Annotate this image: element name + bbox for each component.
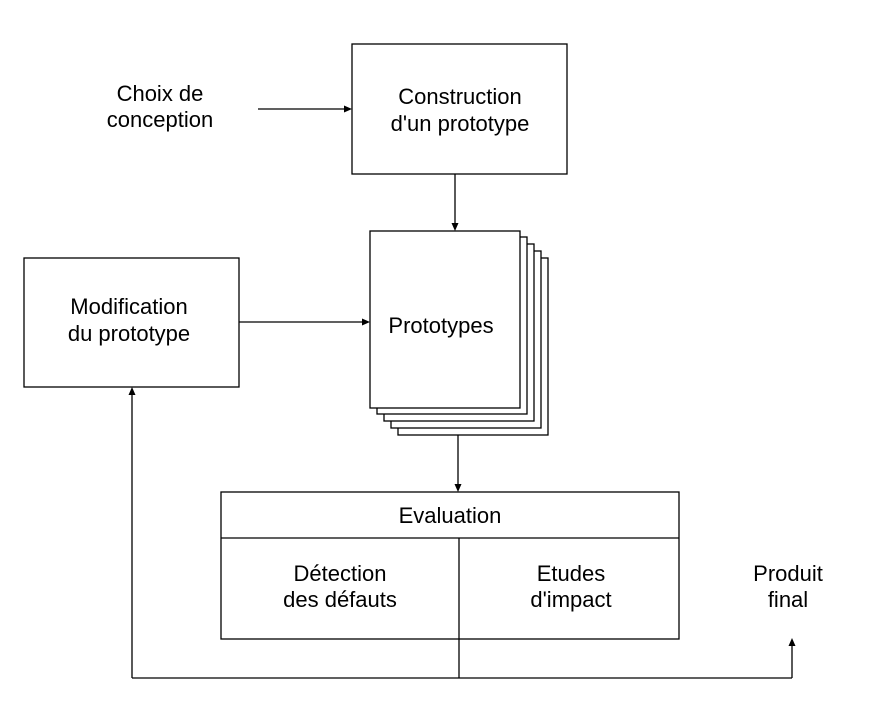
arrow-construction-to-prototypes xyxy=(451,174,459,231)
design-choice-line2: conception xyxy=(107,107,213,132)
impact-studies-line1: Etudes xyxy=(537,561,606,586)
modification-line1: Modification xyxy=(70,294,187,319)
prototypes-node: Prototypes xyxy=(369,230,549,436)
construction-line1: Construction xyxy=(398,84,522,109)
construction-box xyxy=(351,43,568,175)
arrow-to-final-product xyxy=(788,638,796,678)
design-choice-line1: Choix de xyxy=(117,81,204,106)
defect-detection-line1: Détection xyxy=(294,561,387,586)
final-product-line2: final xyxy=(768,587,808,612)
evaluation-box xyxy=(220,491,680,640)
arrow-modification-to-prototypes xyxy=(239,318,370,326)
final-product-node: Produit final xyxy=(753,561,823,612)
design-choice-node: Choix de conception xyxy=(107,81,213,132)
evaluation-title: Evaluation xyxy=(399,503,502,528)
final-product-line1: Produit xyxy=(753,561,823,586)
prototype-page-front xyxy=(369,230,521,409)
construction-line2: d'un prototype xyxy=(391,111,530,136)
evaluation-node: Evaluation Détection des défauts Etudes … xyxy=(220,491,680,640)
arrow-choice-to-construction xyxy=(258,105,352,113)
modification-node: Modification du prototype xyxy=(23,257,240,388)
defect-detection-line2: des défauts xyxy=(283,587,397,612)
prototypes-label: Prototypes xyxy=(388,313,493,338)
impact-studies-line2: d'impact xyxy=(530,587,611,612)
arrow-to-modification xyxy=(128,387,136,678)
modification-box xyxy=(23,257,240,388)
construction-node: Construction d'un prototype xyxy=(351,43,568,175)
modification-line2: du prototype xyxy=(68,321,190,346)
arrow-prototypes-to-evaluation xyxy=(454,435,462,492)
evaluation-output-path xyxy=(128,387,796,679)
